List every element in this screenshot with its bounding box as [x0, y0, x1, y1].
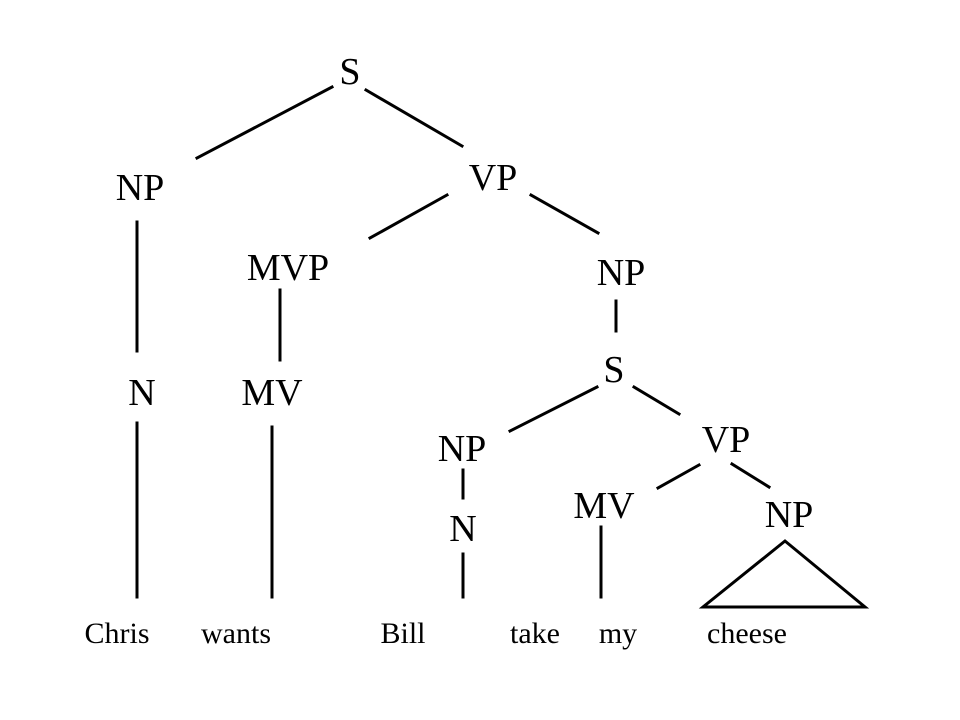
edge-s-to-vp	[363, 87, 465, 149]
edge-vp-embedded-to-mv	[655, 462, 702, 491]
word-wants: wants	[201, 617, 271, 650]
node-vp-embedded: VP	[702, 419, 751, 461]
word-bill: Bill	[380, 617, 425, 650]
node-np-embedded: NP	[438, 428, 487, 470]
node-np-final: NP	[765, 494, 814, 536]
node-vp-main: VP	[469, 157, 518, 199]
node-np-object: NP	[597, 252, 646, 294]
node-s-root: S	[339, 51, 360, 93]
node-n-subject: N	[128, 372, 155, 414]
node-mvp: MVP	[247, 247, 329, 289]
node-mv-embedded: MV	[573, 485, 635, 527]
tree-leaves: Chris wants Bill take my cheese	[84, 617, 786, 650]
tree-nodes: S NP VP N MVP MV NP S NP N VP MV NP	[116, 51, 814, 550]
word-cheese: cheese	[707, 617, 787, 650]
edge-s-embedded-to-vp	[631, 384, 682, 417]
edge-vp-to-np-object	[528, 192, 601, 236]
edge-vp-to-mvp	[367, 192, 450, 241]
word-chris: Chris	[84, 617, 149, 650]
np-triangle-icon	[698, 539, 870, 609]
tree-edges	[135, 84, 870, 609]
node-n-embedded: N	[449, 508, 476, 550]
word-my: my	[599, 617, 637, 650]
edge-s-to-np	[194, 84, 335, 161]
edge-s-embedded-to-np	[507, 384, 600, 434]
node-np-subject: NP	[116, 167, 165, 209]
node-s-embedded: S	[603, 349, 624, 391]
node-mv-main: MV	[241, 372, 303, 414]
edge-vp-embedded-to-np	[729, 461, 772, 490]
word-take: take	[510, 617, 560, 650]
